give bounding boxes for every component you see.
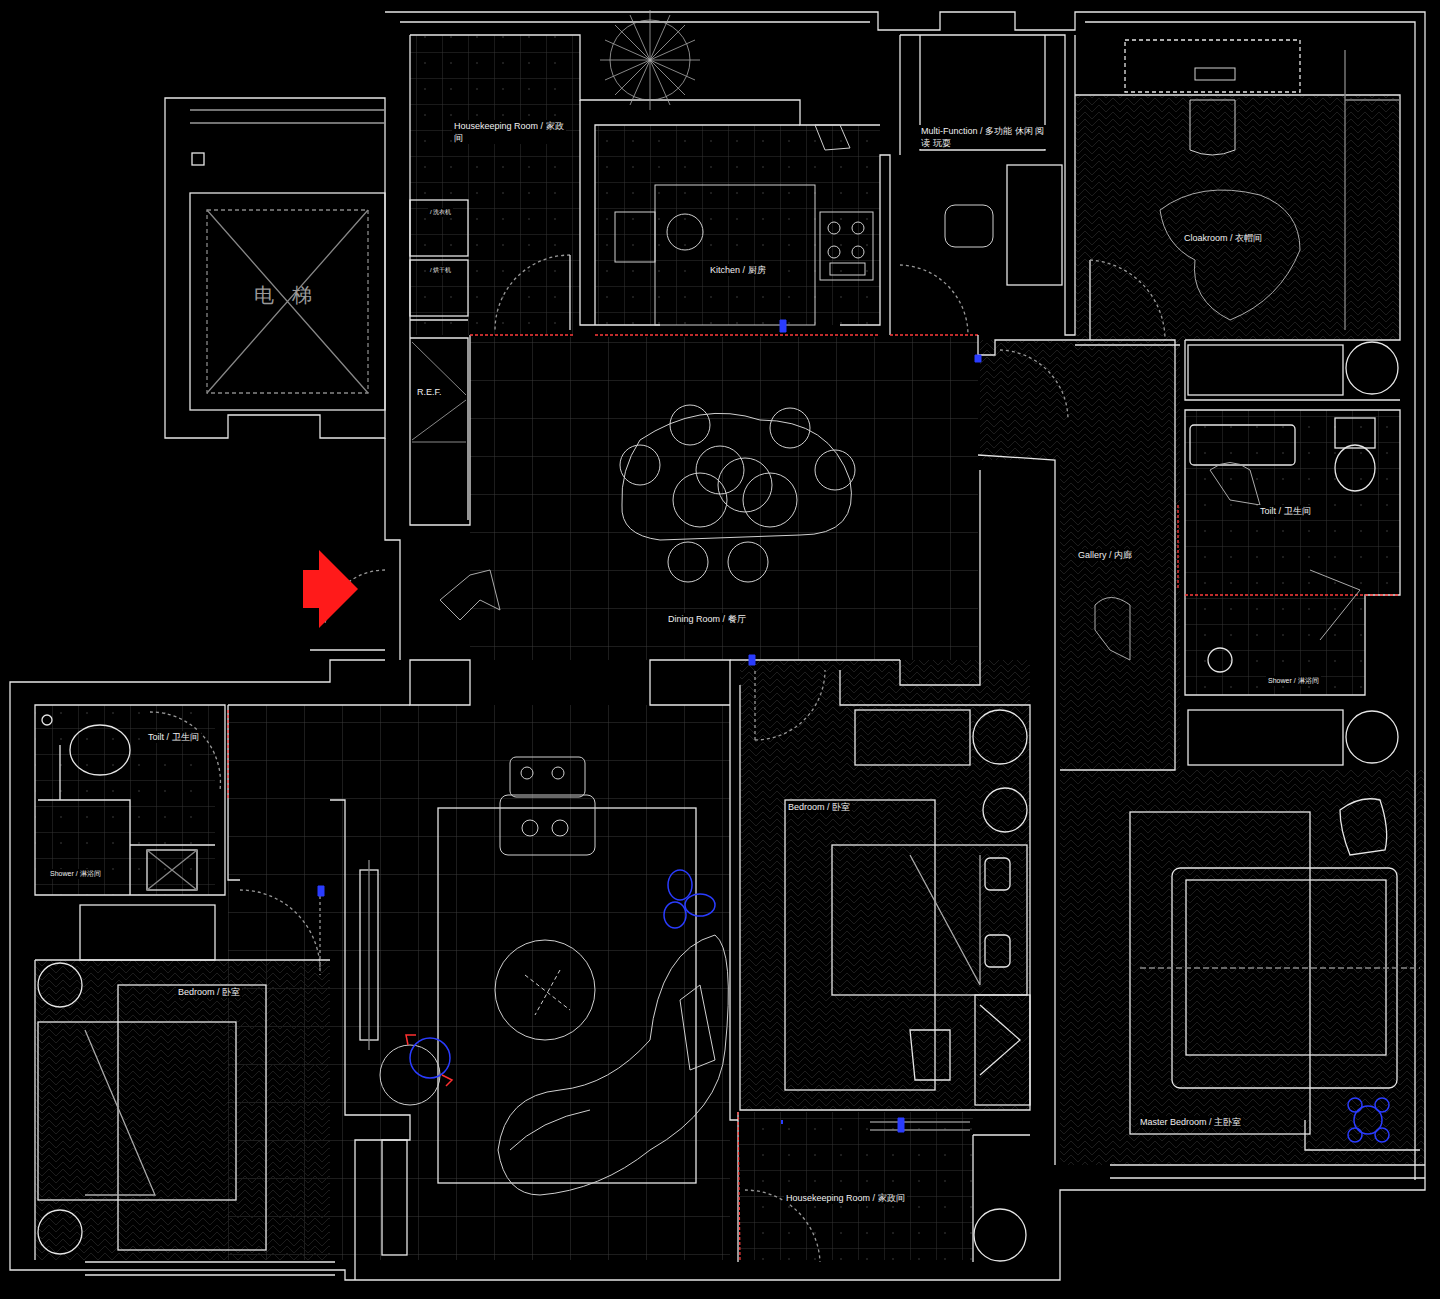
room-label: Dining Room / 餐厅 [666,613,748,625]
room-label: R.E.F. [415,386,444,398]
furniture [318,10,1389,1195]
room-label: Gallery / 内廊 [1076,549,1134,561]
room-label: Toilt / 卫生间 [146,731,201,743]
room-label: Housekeeping Room / 家政间 [452,120,566,144]
entry-arrow [303,550,358,628]
room-label: 电梯 [252,284,332,307]
room-label: Kitchen / 厨房 [708,264,768,276]
room-label: Master Bedroom / 主卧室 [1138,1116,1243,1128]
floor-finish [35,35,1425,1260]
walls [10,12,1425,1280]
room-label: Cloakroom / 衣帽间 [1182,232,1264,244]
room-label: / 洗衣机 [428,208,453,217]
room-label: / 烘干机 [428,266,453,275]
room-label: Bedroom / 卧室 [176,986,242,998]
room-label: Shower / 淋浴间 [1266,676,1321,686]
room-label: Bedroom / 卧室 [786,801,852,813]
room-label: Housekeeping Room / 家政间 [784,1192,907,1204]
room-label: Shower / 淋浴间 [48,869,103,879]
room-label: Toilt / 卫生间 [1258,505,1313,517]
room-label: Multi-Function / 多功能 休闲 阅读 玩耍 [919,125,1047,149]
